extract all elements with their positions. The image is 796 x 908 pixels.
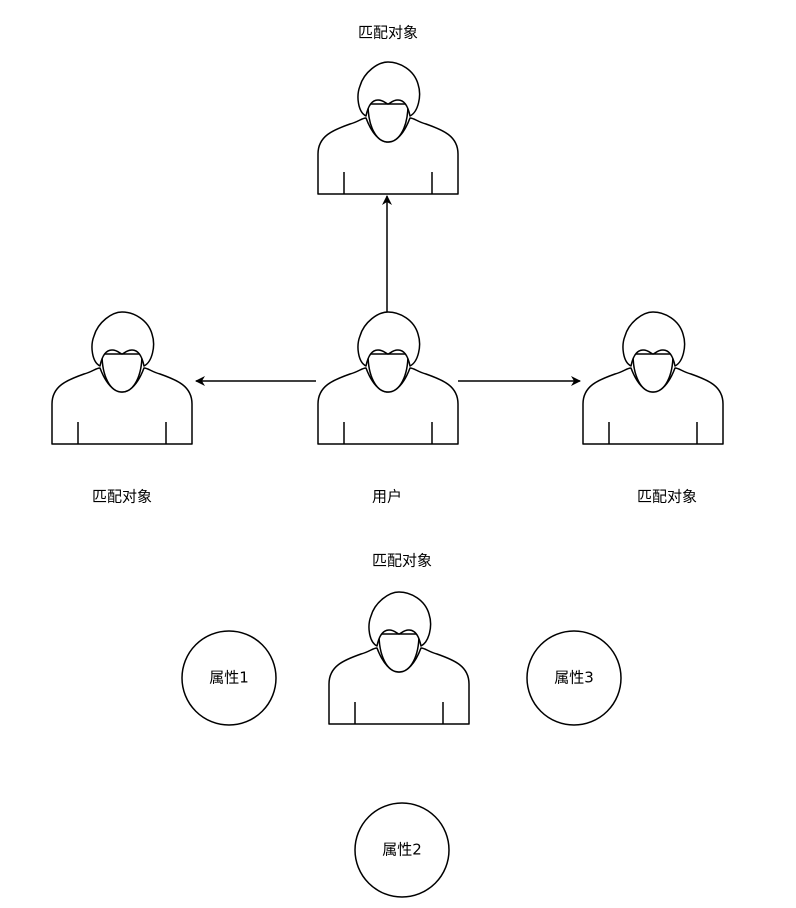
user-icon xyxy=(317,311,459,445)
attribute-label-2: 属性2 xyxy=(382,840,422,859)
user-icon xyxy=(317,61,459,195)
attribute-label-3: 属性3 xyxy=(554,668,594,687)
user-icon xyxy=(51,311,193,445)
match-object-label-bottom: 匹配对象 xyxy=(371,551,433,570)
user-icon xyxy=(328,591,470,725)
match-object-label-left: 匹配对象 xyxy=(91,487,153,506)
attribute-circle-2 xyxy=(354,802,450,898)
match-object-label-top: 匹配对象 xyxy=(357,23,419,42)
user-icon xyxy=(582,311,724,445)
user-label: 用户 xyxy=(371,487,403,506)
attribute-circle-3 xyxy=(526,630,622,726)
attribute-label-1: 属性1 xyxy=(209,668,249,687)
attribute-circle-1 xyxy=(181,630,277,726)
match-object-label-right: 匹配对象 xyxy=(636,487,698,506)
